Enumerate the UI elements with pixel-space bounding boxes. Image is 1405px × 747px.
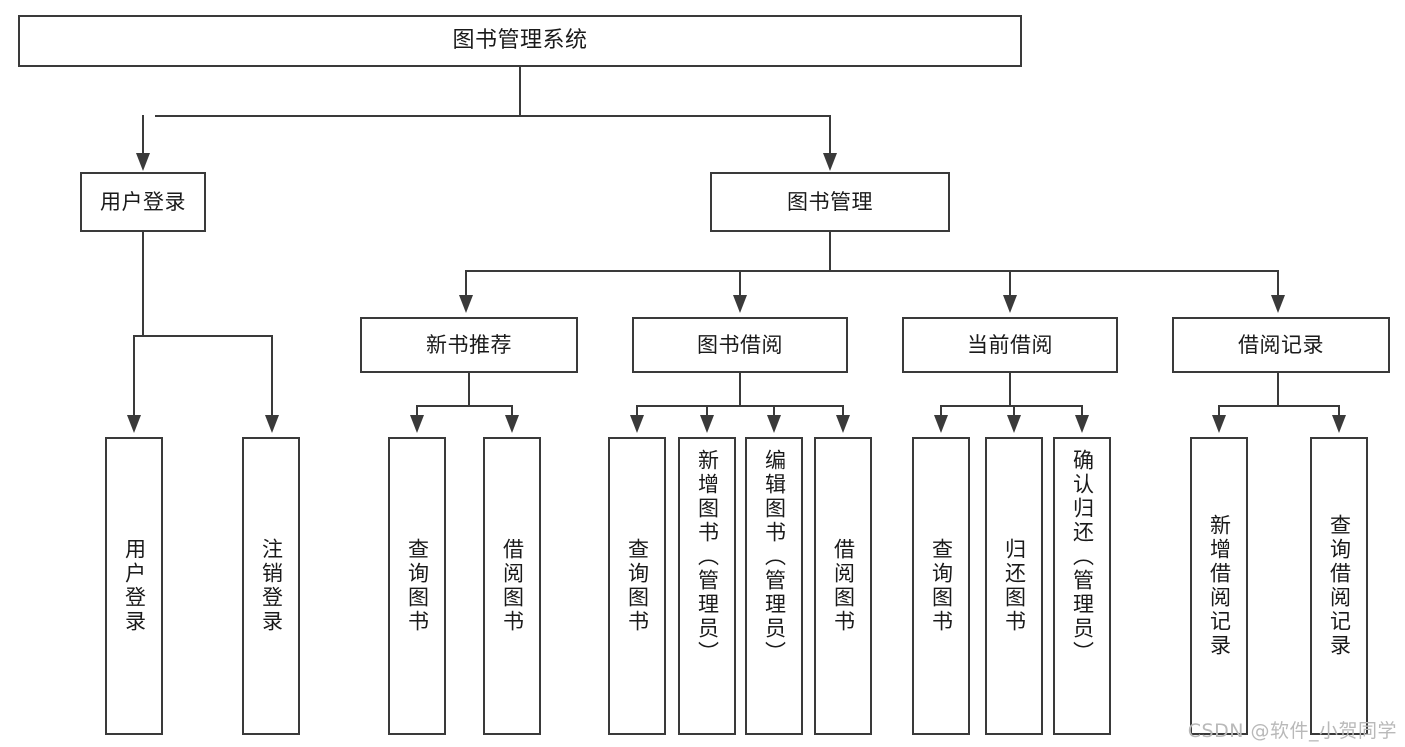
edge-new-book-recommend-stem — [468, 373, 470, 405]
node-leaf-logout[interactable]: 注销登录 — [242, 437, 300, 735]
edge-book-management-stem — [829, 232, 831, 270]
node-label: 用户登录 — [122, 538, 147, 634]
node-leaf-user-login[interactable]: 用户登录 — [105, 437, 163, 735]
edge-borrow-record-stem — [1277, 373, 1279, 405]
edge-to-leaf-edit-book-admin — [773, 405, 775, 419]
arrowhead-leaf-query-book-current — [934, 415, 948, 433]
arrowhead-borrow-record — [1271, 295, 1285, 313]
edge-to-leaf-query-book-current — [940, 405, 942, 419]
edge-level2-bus — [155, 115, 831, 117]
arrowhead-leaf-query-borrow-record — [1332, 415, 1346, 433]
edge-to-current-borrow — [1009, 270, 1011, 298]
arrowhead-leaf-add-borrow-record — [1212, 415, 1226, 433]
node-label: 新增借阅记录 — [1207, 514, 1232, 658]
arrowhead-leaf-confirm-return-admin — [1075, 415, 1089, 433]
arrowhead-book-borrow — [733, 295, 747, 313]
node-label: 当前借阅 — [967, 332, 1053, 357]
node-leaf-query-book-recommend[interactable]: 查询图书 — [388, 437, 446, 735]
node-leaf-return-book[interactable]: 归还图书 — [985, 437, 1043, 735]
edge-to-borrow-record — [1277, 270, 1279, 298]
edge-user-login-bus — [133, 335, 273, 337]
node-leaf-borrow-book[interactable]: 借阅图书 — [814, 437, 872, 735]
node-label: 确认归还（管理员） — [1070, 449, 1095, 665]
arrowhead-leaf-logout — [265, 415, 279, 433]
edge-to-book-borrow — [739, 270, 741, 298]
node-leaf-query-book-current[interactable]: 查询图书 — [912, 437, 970, 735]
node-label: 编辑图书（管理员） — [762, 449, 787, 665]
node-label: 查询图书 — [625, 538, 650, 634]
node-leaf-borrow-book-recommend[interactable]: 借阅图书 — [483, 437, 541, 735]
node-leaf-query-book-borrow[interactable]: 查询图书 — [608, 437, 666, 735]
edge-to-leaf-borrow-book-recommend — [511, 405, 513, 419]
node-label: 用户登录 — [100, 189, 186, 214]
edge-to-leaf-query-book-borrow — [636, 405, 638, 419]
arrowhead-new-book-recommend — [459, 295, 473, 313]
arrowhead-leaf-user-login — [127, 415, 141, 433]
node-user-login[interactable]: 用户登录 — [80, 172, 206, 232]
arrowhead-leaf-query-book-borrow — [630, 415, 644, 433]
edge-book-borrow-bus — [636, 405, 844, 407]
node-leaf-confirm-return-admin[interactable]: 确认归还（管理员） — [1053, 437, 1111, 735]
node-label: 新增图书（管理员） — [695, 449, 720, 665]
csdn-watermark: CSDN @软件_小贺同学 — [1187, 720, 1397, 742]
node-label: 借阅图书 — [500, 538, 525, 634]
node-borrow-record[interactable]: 借阅记录 — [1172, 317, 1390, 373]
edge-to-user-login — [142, 115, 144, 157]
edge-to-new-book-recommend — [465, 270, 467, 298]
node-book-borrow[interactable]: 图书借阅 — [632, 317, 848, 373]
node-label: 新书推荐 — [426, 332, 512, 357]
node-label: 图书管理 — [787, 189, 873, 214]
edge-to-leaf-confirm-return-admin — [1081, 405, 1083, 419]
edge-current-borrow-stem — [1009, 373, 1011, 405]
arrowhead-leaf-borrow-book-recommend — [505, 415, 519, 433]
edge-to-book-management — [829, 115, 831, 157]
edge-new-book-recommend-bus — [416, 405, 513, 407]
node-label: 借阅记录 — [1238, 332, 1324, 357]
edge-to-leaf-query-borrow-record — [1338, 405, 1340, 419]
node-system-root[interactable]: 图书管理系统 — [18, 15, 1022, 67]
node-new-book-recommend[interactable]: 新书推荐 — [360, 317, 578, 373]
edge-to-leaf-borrow-book — [842, 405, 844, 419]
edge-to-leaf-return-book — [1013, 405, 1015, 419]
node-label: 注销登录 — [259, 538, 284, 634]
arrowhead-leaf-add-book-admin — [700, 415, 714, 433]
edge-to-leaf-add-borrow-record — [1218, 405, 1220, 419]
arrowhead-leaf-query-book-recommend — [410, 415, 424, 433]
node-label: 借阅图书 — [831, 538, 856, 634]
edge-borrow-record-bus — [1218, 405, 1340, 407]
arrowhead-leaf-edit-book-admin — [767, 415, 781, 433]
arrowhead-user-login — [136, 153, 150, 171]
node-label: 图书借阅 — [697, 332, 783, 357]
node-leaf-edit-book-admin[interactable]: 编辑图书（管理员） — [745, 437, 803, 735]
edge-user-login-stem — [142, 232, 144, 335]
edge-to-leaf-logout — [271, 335, 273, 419]
arrowhead-leaf-borrow-book — [836, 415, 850, 433]
node-label: 归还图书 — [1002, 538, 1027, 634]
node-leaf-query-borrow-record[interactable]: 查询借阅记录 — [1310, 437, 1368, 735]
arrowhead-leaf-return-book — [1007, 415, 1021, 433]
edge-root-stem — [519, 67, 521, 115]
edge-book-borrow-stem — [739, 373, 741, 405]
node-label: 查询图书 — [929, 538, 954, 634]
node-label: 图书管理系统 — [452, 28, 588, 54]
node-leaf-add-book-admin[interactable]: 新增图书（管理员） — [678, 437, 736, 735]
node-label: 查询借阅记录 — [1327, 514, 1352, 658]
node-book-management[interactable]: 图书管理 — [710, 172, 950, 232]
edge-to-leaf-user-login — [133, 335, 135, 419]
node-label: 查询图书 — [405, 538, 430, 634]
node-current-borrow[interactable]: 当前借阅 — [902, 317, 1118, 373]
edge-to-leaf-query-book-recommend — [416, 405, 418, 419]
arrowhead-book-management — [823, 153, 837, 171]
edge-to-leaf-add-book-admin — [706, 405, 708, 419]
edge-current-borrow-bus — [940, 405, 1082, 407]
arrowhead-current-borrow — [1003, 295, 1017, 313]
edge-level3-bus — [465, 270, 1279, 272]
node-leaf-add-borrow-record[interactable]: 新增借阅记录 — [1190, 437, 1248, 735]
